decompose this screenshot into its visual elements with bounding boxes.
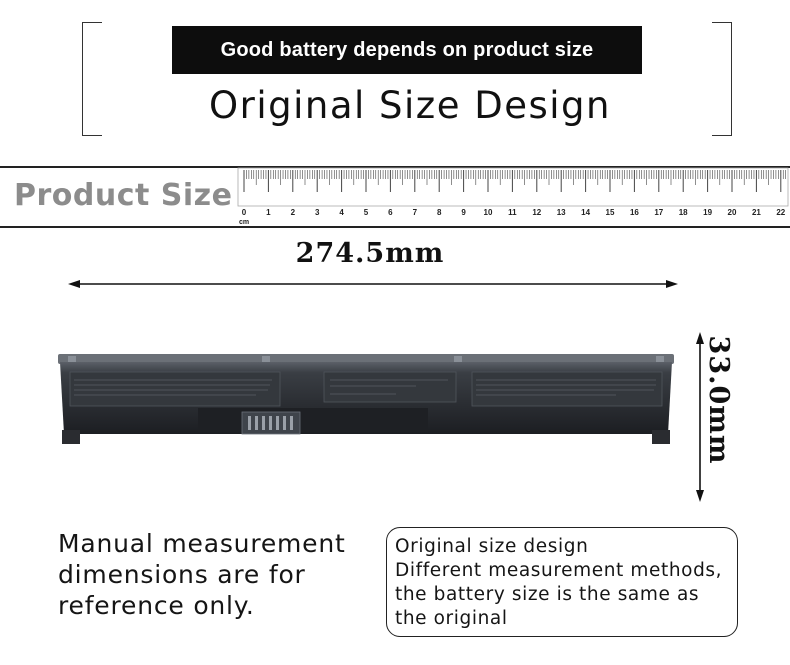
battery-clip-mid2: [454, 356, 462, 362]
ruler-number: 6: [388, 208, 393, 217]
ruler-number: 9: [461, 208, 466, 217]
frame-bracket-left: [82, 22, 102, 136]
ruler-number: 20: [728, 208, 737, 217]
ruler-number: 0: [242, 208, 247, 217]
height-dimension: 33.0mm: [703, 335, 734, 465]
battery-label-center: [323, 371, 457, 403]
ruler-number: 3: [315, 208, 320, 217]
battery-fine-print: [74, 379, 656, 396]
battery-label-right: [471, 371, 663, 407]
note-line-1: Manual measurement: [58, 529, 346, 558]
manual-measurement-note: Manual measurement dimensions are for re…: [58, 528, 368, 621]
battery-clip-right: [656, 356, 664, 362]
ruler-number: 4: [339, 208, 344, 217]
box-line-1: Original size design: [395, 536, 589, 557]
banner: Good battery depends on product size: [172, 26, 642, 74]
strip-line-bottom: [0, 226, 790, 228]
box-line-2: Different measurement methods,: [395, 560, 723, 581]
battery-connector-housing: [198, 408, 428, 432]
product-size-label: Product Size: [14, 178, 233, 213]
ruler-number: 5: [364, 208, 369, 217]
battery-top-rail: [58, 354, 674, 364]
ruler-number: 11: [508, 208, 517, 217]
battery-label-left: [69, 371, 281, 407]
battery-image: [58, 354, 674, 444]
ruler-frame: [237, 167, 789, 207]
note-line-2: dimensions are for: [58, 560, 306, 589]
length-arrow: [68, 280, 678, 288]
strip-line-top: [0, 166, 790, 168]
length-dimension: 274.5mm: [295, 238, 445, 269]
ruler-number: 13: [557, 208, 566, 217]
ruler-number: 19: [703, 208, 712, 217]
ruler-number: 12: [532, 208, 541, 217]
ruler-number: 14: [581, 208, 590, 217]
battery-foot-right: [652, 430, 670, 444]
box-line-3: the battery size is the same as: [395, 584, 700, 605]
battery-clip-left: [68, 356, 76, 362]
original-size-note-box: Original size design Different measureme…: [386, 527, 738, 637]
battery-connector-pins: [248, 416, 293, 430]
ruler-number: 17: [654, 208, 663, 217]
ruler-number: 2: [291, 208, 296, 217]
ruler-number: 15: [606, 208, 615, 217]
ruler-number: 10: [484, 208, 493, 217]
ruler-number: 7: [413, 208, 418, 217]
ruler-unit: cm: [239, 219, 249, 226]
note-line-3: reference only.: [58, 591, 255, 620]
ruler-number: 21: [752, 208, 761, 217]
frame-bracket-right: [712, 22, 732, 136]
ruler-number: 8: [437, 208, 442, 217]
box-line-4: the original: [395, 608, 508, 629]
ruler-number: 22: [776, 208, 785, 217]
headline: Original Size Design: [208, 84, 611, 127]
ruler-number: 16: [630, 208, 639, 217]
battery-clip-mid: [262, 356, 270, 362]
ruler-number: 18: [679, 208, 688, 217]
battery-foot-left: [62, 430, 80, 444]
ruler-number: 1: [266, 208, 271, 217]
